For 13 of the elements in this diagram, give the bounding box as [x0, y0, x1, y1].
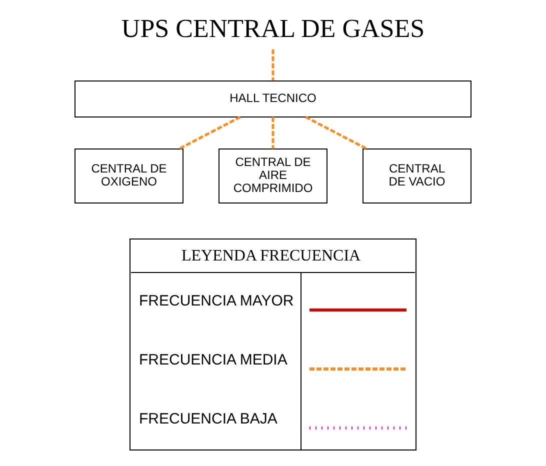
connector: [178, 116, 241, 150]
label: LEYENDA FRECUENCIA: [182, 247, 361, 264]
node-box: CENTRAL DE AIRE COMPRIMIDO: [218, 148, 328, 204]
legend-label: FRECUENCIA MAYOR: [139, 292, 294, 310]
node-box: CENTRAL DE OXIGENO: [74, 148, 184, 204]
connector: [305, 116, 368, 150]
node-text: UPS CENTRAL DE GASES: [121, 14, 425, 43]
node-box: CENTRAL DE VACIO: [362, 148, 472, 204]
connector: [272, 117, 274, 149]
legend-label: FRECUENCIA BAJA: [139, 410, 278, 428]
legend-label: FRECUENCIA MEDIA: [139, 352, 288, 368]
connector: [272, 49, 274, 81]
node-box: HALL TECNICO: [74, 80, 472, 118]
